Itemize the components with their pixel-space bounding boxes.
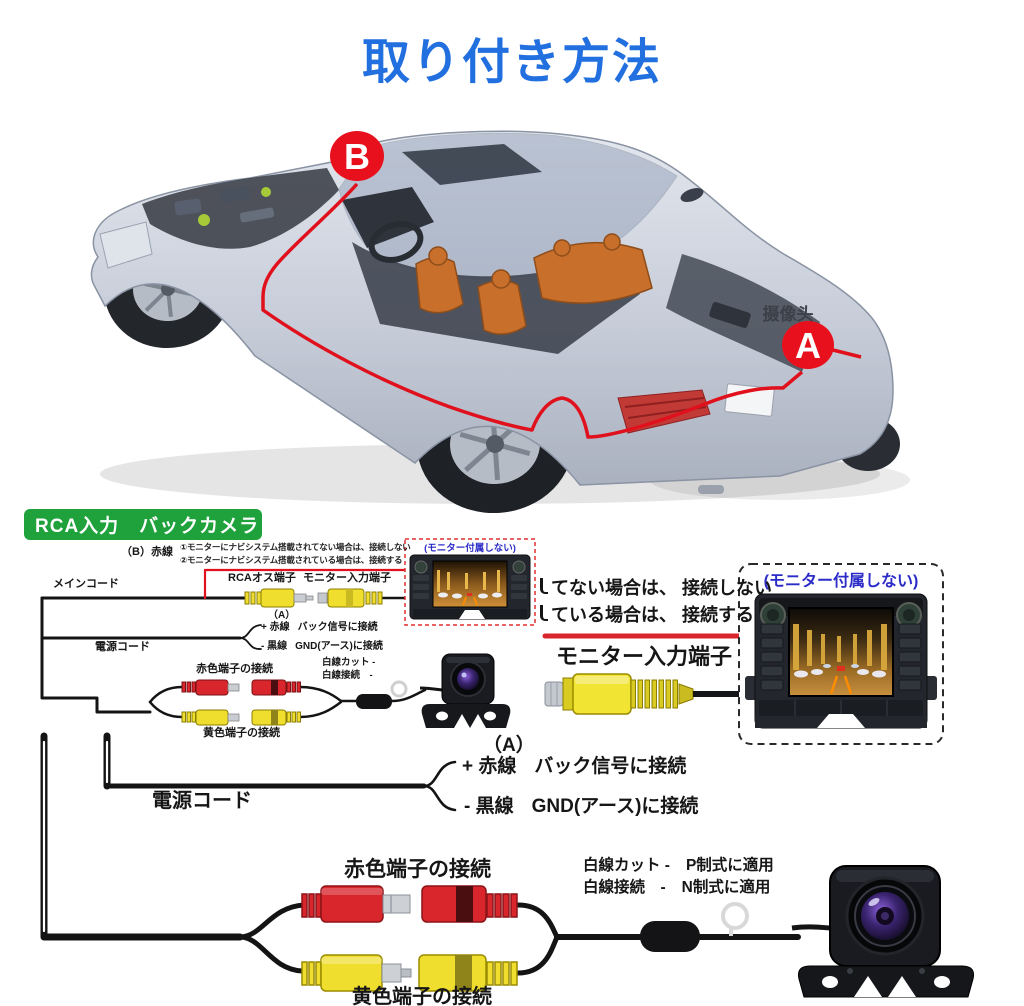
condition-1-text: てない場合は、 接続しない [551, 578, 772, 598]
white-connect-dest-big: N制式に適用 [681, 879, 771, 896]
big-monitor-figure: (モニター付属しない) [738, 563, 944, 745]
minus-black-line-small: - 黒線 GND(アース)に接続 [261, 641, 383, 653]
big-monitor-note: (モニター付属しない) [764, 571, 919, 590]
minus-black-dest: GND(アース)に接続 [295, 641, 383, 652]
condition-line-2: ている場合は、 接続する [540, 605, 754, 626]
plus-red-line-small: + 赤線 バック信号に接続 [261, 622, 378, 634]
b-red-wire-label: （B）赤線 [121, 546, 173, 558]
white-cut-dest-big: P制式に適用 [685, 857, 774, 874]
minus-black-label-big: - 黒線 [464, 796, 514, 817]
car-interior [342, 187, 820, 372]
small-diagram-wires [40, 596, 427, 719]
point-b-circle [330, 131, 384, 181]
white-cut-line-big: 白線カット - P制式に適用 [583, 857, 774, 875]
plus-red-dest-big: バック信号に接続 [534, 756, 687, 777]
camera-position-label: 摄像头 [763, 304, 814, 324]
car-engine-bay [142, 168, 339, 249]
plus-red-line-big: + 赤線 バック信号に接続 [462, 756, 686, 778]
clipped-character [540, 605, 548, 621]
yellow-terminal-connectors [301, 902, 749, 992]
a-mark-big: （A） [483, 735, 535, 756]
white-connect-line-big: 白線接続 - N制式に適用 [583, 879, 770, 897]
power-cord-label-big: 電源コード [152, 790, 252, 812]
yellow-terminal-label-small: 黄色端子の接続 [203, 727, 280, 739]
point-a-label: A [795, 325, 821, 366]
note-line-2: ②モニターにナビシステム搭載されている場合は、接続する [180, 555, 403, 565]
wire-loop [721, 902, 749, 930]
power-cord-label-small: 電源コード [95, 641, 150, 653]
red-terminal-connectors [301, 885, 518, 923]
small-filter-box [356, 694, 392, 709]
small-monitor-figure: (モニター付属しない) [404, 538, 536, 626]
condition-2-text: ている場合は、 接続する [551, 605, 754, 625]
a-mark-small: （A） [268, 610, 296, 621]
page-title: 取り付き方法 [361, 36, 662, 89]
section-badge: RCA入力 バックカメラ [24, 509, 262, 540]
main-cord-label: メインコード [53, 578, 119, 590]
note-line-1: ①モニターにナビシステム搭載されてない場合は、接続しない [180, 542, 411, 552]
plus-red-dest: バック信号に接続 [297, 622, 378, 633]
rca-male-label: RCAオス端子 [228, 572, 296, 584]
white-cut-label-big: 白線カット - [583, 857, 670, 874]
white-connect-label-small: 白線接続 - [322, 670, 373, 681]
point-b-label: B [344, 136, 370, 177]
condition-line-1: てない場合は、 接続しない [540, 578, 772, 599]
clipped-character [540, 578, 548, 594]
plus-red-label: + 赤線 [261, 622, 290, 633]
camera-cable-route [261, 182, 804, 439]
monitor-input-label-big: モニター入力端子 [556, 644, 733, 669]
plus-red-label-big: + 赤線 [462, 756, 517, 777]
red-terminal-label-small: 赤色端子の接続 [196, 663, 273, 675]
red-terminal-label-big: 赤色端子の接続 [344, 858, 491, 881]
small-terminal-pairs [181, 679, 408, 726]
monitor-input-label-small: モニター入力端子 [303, 572, 391, 584]
filter-box [640, 921, 700, 952]
yellow-terminal-label-big: 黄色端子の接続 [352, 986, 492, 1006]
white-cut-label-small: 白線カット - [322, 657, 376, 668]
minus-black-line-big: - 黒線 GND(アース)に接続 [464, 796, 698, 818]
minus-black-dest-big: GND(アース)に接続 [531, 796, 699, 817]
big-camera-figure [791, 865, 974, 998]
small-b-red-wire [203, 568, 412, 600]
monitor-input-plug [544, 673, 751, 715]
main-diagram-wires [40, 732, 801, 976]
small-wire-loop [390, 680, 408, 698]
point-a-circle [782, 321, 834, 369]
small-rca-pair [244, 588, 383, 608]
car-cutaway-illustration: 摄像头 B A [90, 130, 910, 514]
minus-black-label: - 黒線 [261, 641, 288, 652]
small-camera-figure [419, 653, 511, 728]
white-connect-label-big: 白線接続 - [583, 879, 666, 896]
small-monitor-note: (モニター付属しない) [424, 542, 516, 554]
camera-cable-tip [832, 348, 862, 359]
car-sunroof [402, 144, 542, 185]
